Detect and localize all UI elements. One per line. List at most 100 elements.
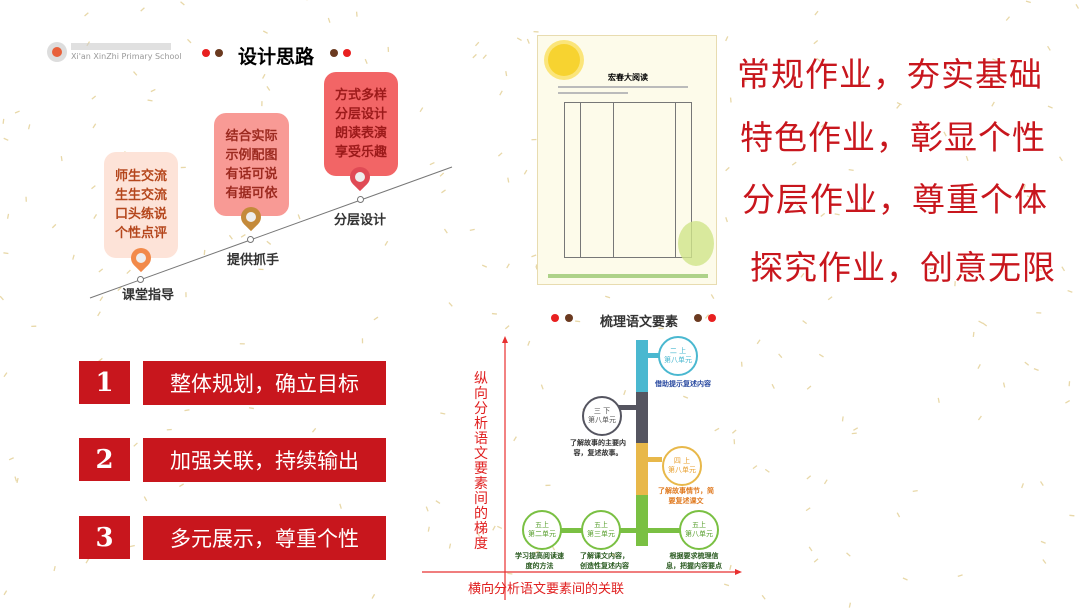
unit-caption-3: 了解故事情节，简 要复述课文 (658, 487, 714, 505)
confetti-mark (724, 583, 730, 587)
confetti-mark (1061, 266, 1066, 272)
confetti-mark (91, 185, 96, 190)
confetti-mark (14, 476, 18, 482)
principle-label-1: 整体规划，确立目标 (143, 361, 386, 405)
confetti-mark (534, 550, 540, 555)
confetti-mark (53, 565, 56, 572)
confetti-mark (725, 166, 730, 172)
confetti-mark (497, 152, 503, 157)
confetti-mark (490, 587, 496, 592)
unit-node-5: 五上 第三单元 (581, 510, 621, 550)
confetti-mark (729, 564, 732, 571)
confetti-mark (816, 57, 821, 62)
confetti-mark (729, 97, 732, 103)
confetti-mark (764, 468, 770, 473)
logo-text: Xi'an XinZhi Primary School (71, 52, 182, 61)
confetti-mark (985, 70, 990, 76)
confetti-mark (896, 104, 901, 109)
confetti-mark (813, 558, 819, 563)
confetti-mark (859, 81, 865, 85)
confetti-mark (97, 311, 101, 317)
confetti-mark (967, 60, 973, 65)
step-label-3: 分层设计 (334, 213, 387, 228)
confetti-mark (965, 155, 969, 162)
confetti-mark (150, 88, 156, 93)
confetti-mark (14, 110, 20, 114)
confetti-mark (91, 95, 97, 100)
confetti-mark (791, 161, 797, 166)
confetti-mark (85, 558, 90, 564)
step-box-2: 结合实际 示例配图 有话可说 有据可依 (214, 113, 289, 216)
confetti-mark (540, 384, 544, 390)
worksheet-image: 宏春大阅读 (537, 35, 717, 285)
unit-caption-1: 借助提示复述内容 (655, 380, 711, 388)
confetti-mark (99, 296, 104, 302)
confetti-mark (1067, 289, 1073, 293)
confetti-mark (507, 572, 513, 575)
confetti-mark (896, 101, 902, 106)
logo-emblem-icon (47, 42, 67, 62)
confetti-mark (1040, 540, 1046, 544)
confetti-mark (761, 594, 766, 600)
confetti-mark (1025, 0, 1031, 4)
confetti-mark (1033, 368, 1039, 371)
confetti-mark (982, 322, 988, 327)
confetti-mark (439, 172, 445, 177)
confetti-mark (623, 389, 627, 396)
principle-number-1: 1 (79, 361, 130, 404)
confetti-mark (472, 53, 477, 59)
slogan-3: 分层作业，尊重个体 (742, 180, 1048, 219)
confetti-mark (117, 286, 122, 292)
confetti-mark (262, 30, 268, 34)
school-logo: Xi'an XinZhi Primary School (47, 42, 182, 64)
confetti-mark (60, 156, 63, 162)
confetti-mark (499, 90, 503, 96)
confetti-mark (778, 353, 783, 359)
confetti-mark (820, 123, 826, 128)
confetti-mark (896, 512, 901, 518)
confetti-mark (371, 593, 376, 599)
confetti-mark (1023, 184, 1026, 190)
sun-icon (548, 44, 580, 76)
slogan-1: 常规作业，夯实基础 (737, 55, 1043, 94)
confetti-mark (714, 427, 720, 432)
confetti-mark (977, 415, 982, 421)
confetti-mark (725, 217, 728, 223)
unit-caption-5: 了解课文内容， 创造性复述内容 (580, 552, 629, 570)
confetti-mark (147, 99, 153, 102)
confetti-mark (84, 12, 89, 17)
confetti-mark (492, 525, 496, 531)
confetti-mark (957, 574, 963, 577)
confetti-mark (228, 234, 233, 240)
confetti-mark (1042, 559, 1047, 564)
confetti-mark (476, 531, 481, 537)
confetti-mark (1065, 400, 1071, 404)
confetti-mark (507, 177, 510, 183)
confetti-mark (605, 295, 611, 299)
confetti-mark (140, 7, 145, 12)
x-axis-label: 横向分析语文要素间的关联 (468, 582, 625, 597)
confetti-mark (1039, 481, 1044, 486)
confetti-mark (93, 214, 98, 219)
confetti-mark (429, 161, 435, 166)
confetti-mark (2, 118, 5, 124)
confetti-mark (1047, 45, 1051, 51)
principle-label-3: 多元展示，尊重个性 (143, 516, 386, 560)
confetti-mark (72, 254, 75, 260)
worksheet-table (564, 102, 692, 258)
slogan-4: 探究作业，创意无限 (750, 248, 1056, 287)
confetti-mark (841, 416, 844, 422)
confetti-mark (860, 206, 865, 212)
confetti-mark (937, 397, 940, 403)
confetti-mark (3, 590, 8, 596)
diagram-title: 梳理语文要素 (600, 315, 679, 330)
confetti-mark (848, 169, 854, 171)
confetti-mark (474, 41, 480, 47)
design-title: 设计思路 (238, 46, 315, 68)
confetti-mark (481, 264, 488, 268)
confetti-mark (504, 325, 510, 330)
confetti-mark (853, 427, 859, 431)
confetti-mark (184, 409, 190, 412)
principle-number-2: 2 (79, 438, 130, 481)
confetti-mark (482, 54, 487, 60)
